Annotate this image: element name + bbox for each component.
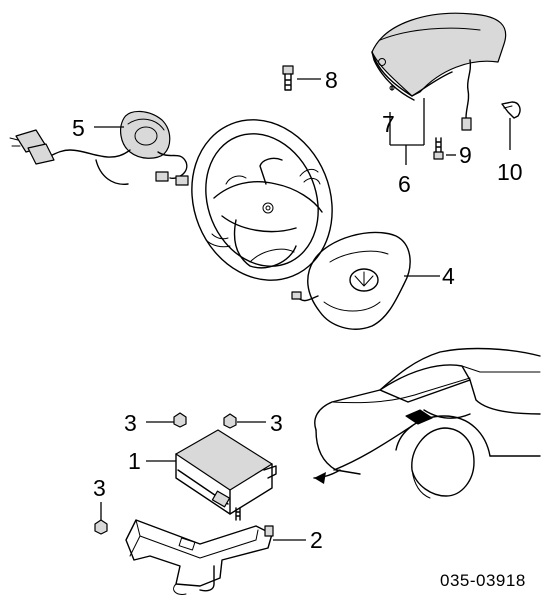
- callout-3-lower: 3: [93, 475, 106, 501]
- bolt-part-8: [282, 65, 294, 91]
- horn-pad-part-4: [291, 231, 411, 330]
- vehicle-location-view: [313, 347, 541, 499]
- steering-wheel: [191, 119, 333, 281]
- nut-part-3-a: [173, 412, 187, 428]
- callout-10: 10: [497, 159, 523, 185]
- airbag-module-part-6: [371, 12, 507, 131]
- callout-6: 6: [398, 171, 411, 197]
- callout-7: 7: [382, 111, 395, 137]
- callout-8: 8: [325, 67, 338, 93]
- leader-lines: [94, 78, 511, 541]
- nut-part-3-c: [94, 519, 108, 535]
- clock-spring-part-5: [9, 110, 189, 186]
- control-unit-part-1: [175, 429, 277, 515]
- callout-5: 5: [72, 115, 85, 141]
- callout-1: 1: [128, 448, 141, 474]
- bolt-part-9: [433, 137, 444, 160]
- clip-part-10: [501, 101, 521, 119]
- nut-part-3-b: [223, 413, 237, 429]
- callout-9: 9: [459, 142, 472, 168]
- callout-3-upper-right: 3: [270, 410, 283, 436]
- diagram-reference-code: 035-03918: [440, 571, 526, 590]
- bracket-part-2: [125, 507, 274, 595]
- callout-2: 2: [310, 527, 323, 553]
- callout-3-upper-left: 3: [124, 410, 137, 436]
- callout-4: 4: [442, 263, 455, 289]
